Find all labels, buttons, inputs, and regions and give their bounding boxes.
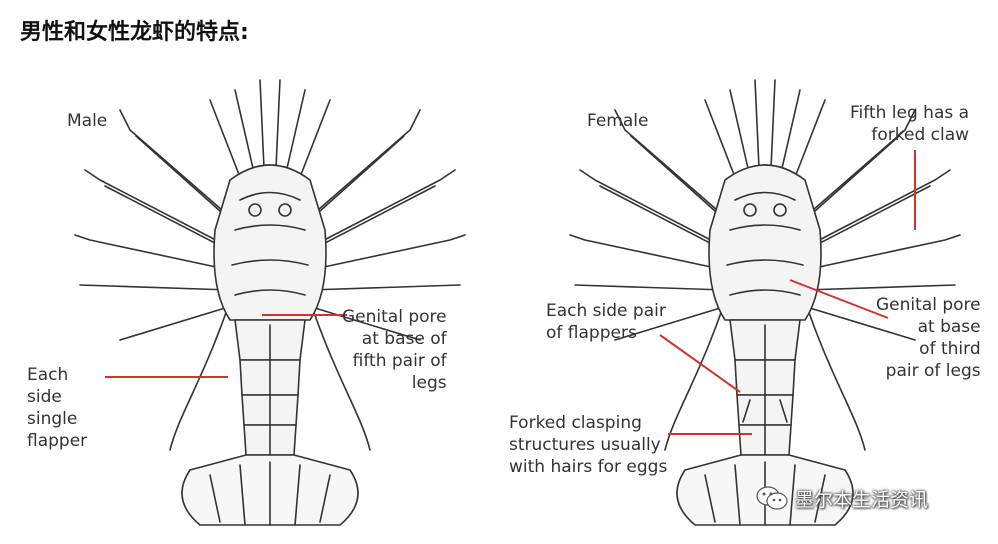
male-lobster-illustration bbox=[60, 70, 480, 540]
female-genital-label: Genital pore at base of third pair of le… bbox=[876, 295, 981, 381]
watermark-text: 墨尔本生活资讯 bbox=[795, 488, 929, 511]
female-forked-label: Forked clasping structures usually with … bbox=[509, 413, 668, 477]
watermark: 墨尔本生活资讯 bbox=[755, 484, 928, 512]
page-title: 男性和女性龙虾的特点: bbox=[20, 20, 249, 45]
female-heading: Female bbox=[587, 111, 649, 131]
wechat-icon bbox=[756, 486, 788, 510]
male-heading: Male bbox=[67, 111, 108, 131]
male-flapper-label: Each side single flapper bbox=[27, 365, 88, 451]
male-genital-label: Genital pore at base of fifth pair of le… bbox=[342, 307, 447, 393]
female-flappers-label: Each side pair of flappers bbox=[546, 301, 666, 343]
female-fifth-leg-label: Fifth leg has a forked claw bbox=[850, 103, 970, 145]
